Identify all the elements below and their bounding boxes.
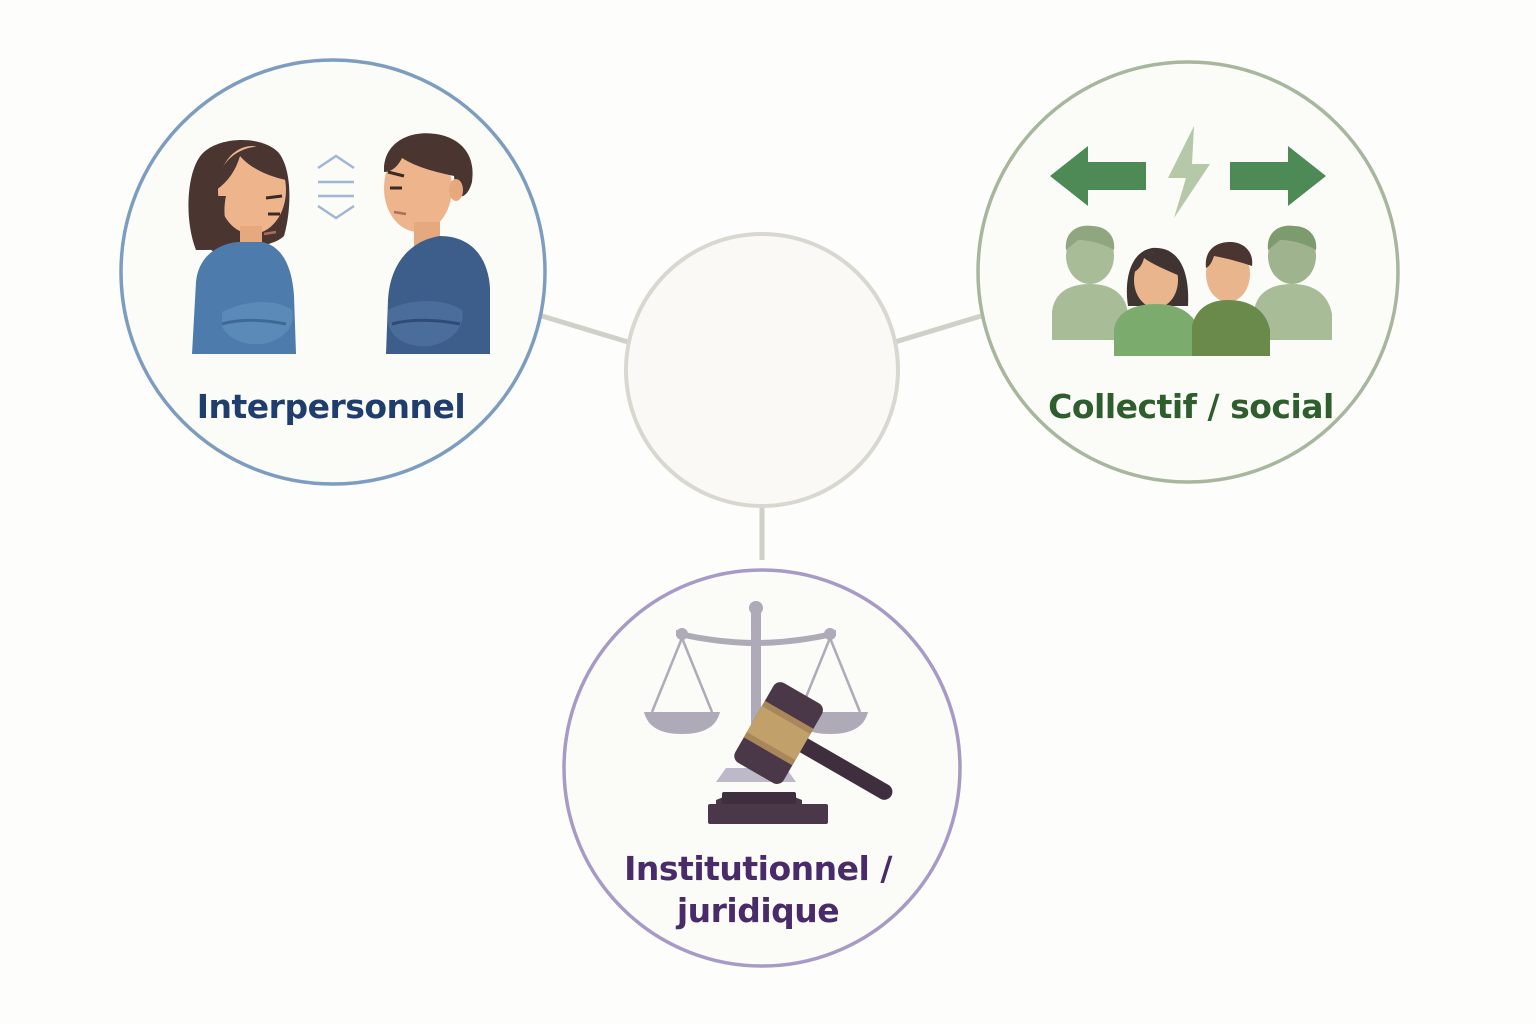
institutional-label-line2: juridique [675,891,839,930]
node-interpersonal: Interpersonnel [119,58,547,486]
gavel-icon [708,682,893,824]
arrow-left-icon [1050,146,1146,206]
person-icon [1052,225,1128,340]
two-people-facing-off-icon [188,133,490,354]
tension-chevrons-icon [317,154,355,220]
woman-figure [188,140,296,354]
person-icon [1114,247,1200,356]
institutional-label-line1: Institutionnel / [624,849,893,888]
lightning-icon [1168,126,1210,218]
man-figure [384,133,490,354]
connector-collective [894,313,982,345]
node-collective: Collectif / social [976,60,1400,484]
person-icon [1254,225,1332,340]
scales-and-gavel-icon [644,601,893,824]
connector-interpersonal [541,313,629,345]
center-hub [624,232,900,508]
collective-label: Collectif / social [1048,387,1334,426]
connectors [541,313,982,560]
interpersonal-label: Interpersonnel [197,387,465,426]
crowd-divided-icon [1050,126,1332,356]
node-institutional: Institutionnel / juridique [562,568,962,968]
arrow-right-icon [1230,146,1326,206]
person-icon [1192,242,1270,356]
